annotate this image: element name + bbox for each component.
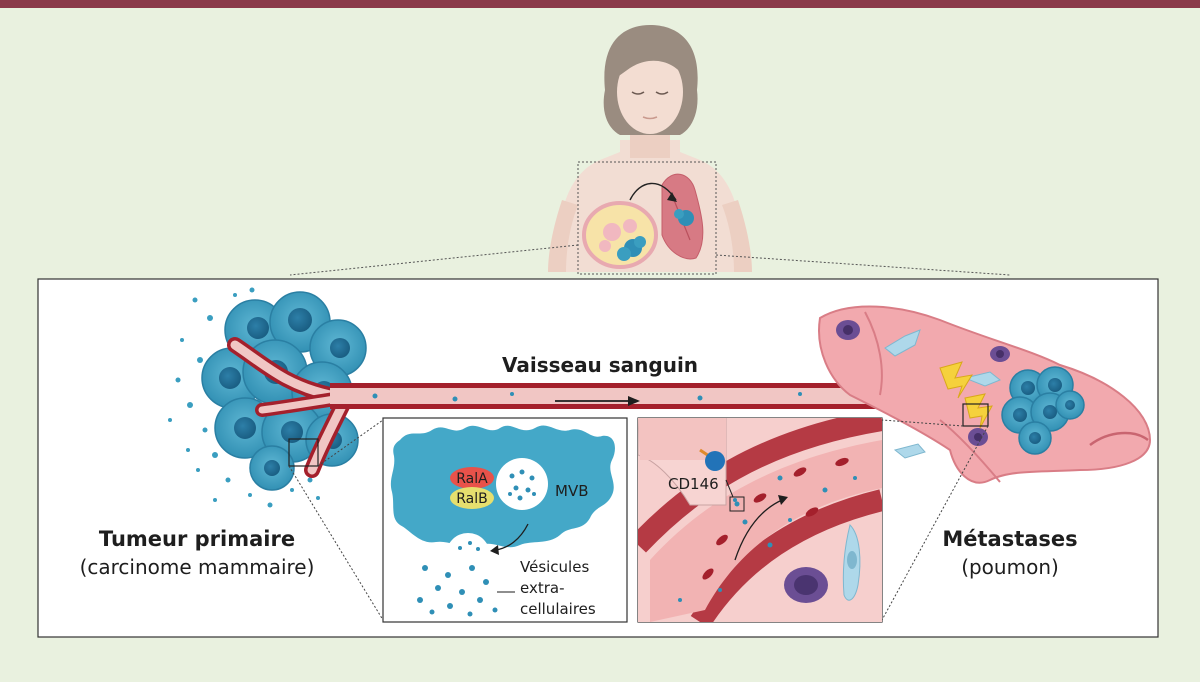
metastasis-arrowhead xyxy=(667,192,677,202)
ralb-label: RalB xyxy=(456,491,488,507)
inset-exosome-release: RalA RalB MVB Vésicules extra- cellulair… xyxy=(382,417,628,623)
inset2-guide-a xyxy=(881,419,964,427)
zoom-guide-left xyxy=(289,244,579,276)
metastases-subtitle: (poumon) xyxy=(961,555,1059,579)
tumor-zoom-square xyxy=(288,438,319,467)
metastases-title: Métastases xyxy=(942,527,1077,551)
lung-zoom-square xyxy=(962,403,989,427)
torso-zoom-box xyxy=(577,161,717,275)
breast-tumor-icon xyxy=(582,201,658,269)
cd146-label: CD146 xyxy=(668,475,719,493)
primary-tumor-subtitle: (carcinome mammaire) xyxy=(80,555,315,579)
primary-tumor-title: Tumeur primaire xyxy=(99,527,295,551)
lung-metastasis xyxy=(818,305,1152,484)
vessel-label: Vaisseau sanguin xyxy=(502,353,698,377)
ev-label-line2: extra- xyxy=(520,579,565,597)
top-bar xyxy=(0,0,1200,8)
inset1-guide-b xyxy=(317,419,384,467)
ev-label-line3: cellulaires xyxy=(520,600,596,618)
rala-label: RalA xyxy=(456,471,488,487)
mvb-label: MVB xyxy=(555,482,589,500)
inset-vessel-cd146: CD146 xyxy=(637,417,883,623)
inset2-guide-b xyxy=(881,425,989,621)
zoom-guide-right xyxy=(715,254,1011,276)
ev-label-line1: Vésicules xyxy=(520,558,589,576)
